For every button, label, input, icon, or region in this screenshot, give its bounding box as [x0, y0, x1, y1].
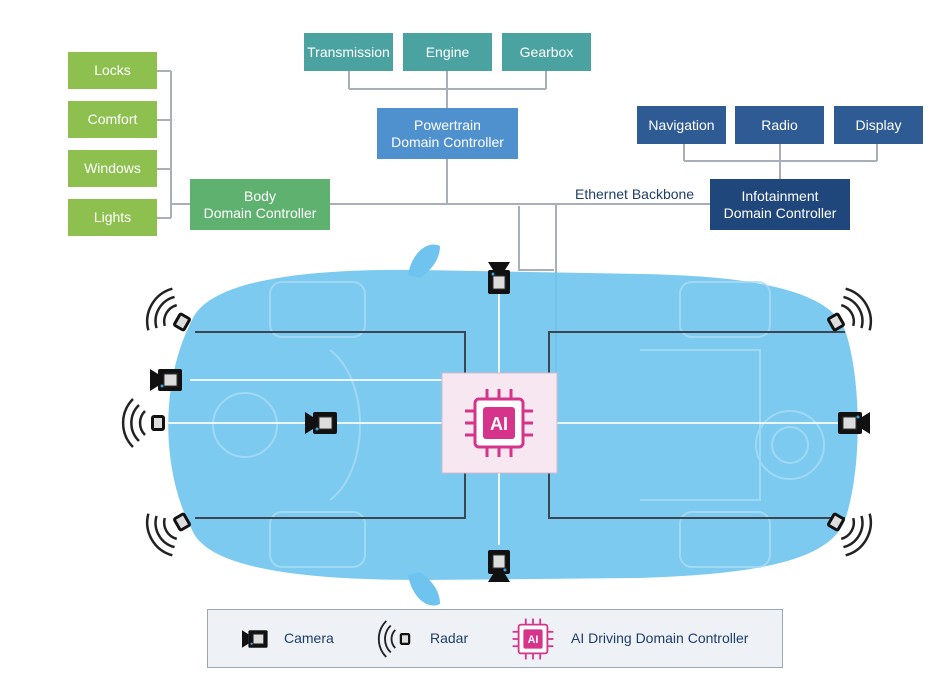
legend-camera-label: Camera [284, 630, 334, 646]
legend-ai-chip-label: AI [528, 634, 539, 646]
camera-icon [837, 411, 871, 435]
camera-icon [487, 549, 511, 583]
body-input-locks: Locks [68, 52, 157, 89]
body-input-lights: Lights [68, 199, 157, 236]
ai-chip-label: AI [490, 414, 508, 434]
legend-ai-label: AI Driving Domain Controller [571, 630, 749, 646]
legend: AI Camera Radar AI Driving Domain Contro… [207, 609, 783, 668]
camera-icon [487, 261, 511, 295]
infotainment-input-navigation: Navigation [637, 106, 726, 144]
powertrain-domain-controller: Powertrain Domain Controller [377, 108, 518, 159]
powertrain-input-gearbox: Gearbox [502, 33, 591, 71]
body-input-windows: Windows [68, 150, 157, 187]
camera-icon [241, 629, 269, 649]
body-domain-controller: Body Domain Controller [190, 179, 330, 230]
infotainment-input-display: Display [834, 106, 923, 144]
powertrain-input-engine: Engine [403, 33, 492, 71]
camera-icon [304, 411, 338, 435]
radar-icon [377, 620, 412, 658]
infotainment-input-radio: Radio [735, 106, 824, 144]
powertrain-input-transmission: Transmission [304, 33, 393, 71]
camera-icon [149, 368, 183, 392]
ai-chip-icon [465, 389, 533, 457]
ai-chip-icon: AI [512, 618, 554, 660]
legend-radar-label: Radar [430, 630, 469, 646]
backbone-label: Ethernet Backbone [575, 186, 695, 202]
body-input-comfort: Comfort [68, 101, 157, 138]
radar-icon [121, 397, 167, 449]
infotainment-domain-controller: Infotainment Domain Controller [710, 179, 850, 230]
legend-icons: AI [241, 618, 554, 660]
